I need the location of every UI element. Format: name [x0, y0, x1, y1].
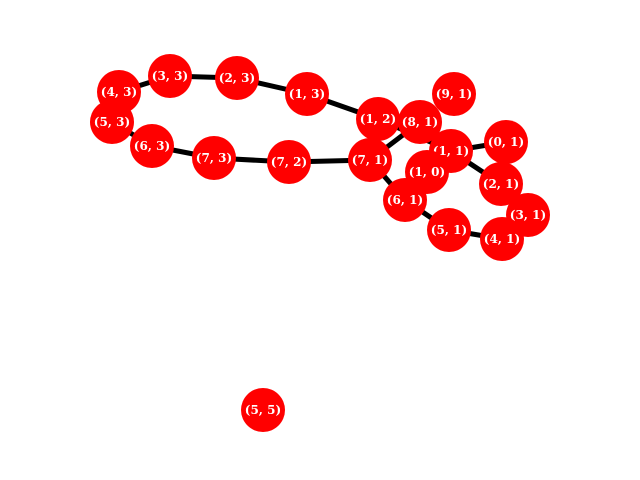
node-label: (6, 1) [387, 193, 423, 207]
node-label: (3, 3) [152, 69, 188, 83]
node-circle [267, 140, 311, 184]
node-7-3: (7, 3) [192, 136, 236, 180]
node-circle [192, 136, 236, 180]
node-label: (4, 3) [101, 85, 137, 99]
node-label: (0, 1) [488, 135, 524, 149]
node-label: (1, 1) [433, 144, 469, 158]
node-2-1: (2, 1) [479, 162, 523, 206]
node-9-1: (9, 1) [432, 72, 476, 116]
node-circle [130, 124, 174, 168]
node-1-2: (1, 2) [356, 97, 400, 141]
node-label: (5, 1) [431, 223, 467, 237]
node-4-1: (4, 1) [480, 217, 524, 261]
node-1-3: (1, 3) [285, 72, 329, 116]
node-7-2: (7, 2) [267, 140, 311, 184]
node-3-3: (3, 3) [148, 54, 192, 98]
node-circle [480, 217, 524, 261]
node-5-1: (5, 1) [427, 208, 471, 252]
node-circle [241, 388, 285, 432]
node-5-3: (5, 3) [90, 100, 134, 144]
node-label: (7, 3) [196, 151, 232, 165]
node-circle [90, 100, 134, 144]
node-label: (1, 2) [360, 112, 396, 126]
node-circle [427, 208, 471, 252]
node-circle [432, 72, 476, 116]
node-label: (6, 3) [134, 139, 170, 153]
node-6-3: (6, 3) [130, 124, 174, 168]
node-label: (7, 1) [352, 153, 388, 167]
node-label: (5, 3) [94, 115, 130, 129]
node-label: (9, 1) [436, 87, 472, 101]
node-7-1: (7, 1) [348, 138, 392, 182]
node-5-5: (5, 5) [241, 388, 285, 432]
node-0-1: (0, 1) [484, 120, 528, 164]
node-8-1: (8, 1) [398, 100, 442, 144]
node-circle [285, 72, 329, 116]
node-circle [348, 138, 392, 182]
node-2-3: (2, 3) [215, 56, 259, 100]
node-circle [398, 100, 442, 144]
node-circle [356, 97, 400, 141]
node-label: (4, 1) [484, 232, 520, 246]
graph-nodes: (4, 3) (3, 3) (2, 3) (1, 3) (1, 2) (9, 1) (8, … [90, 54, 550, 432]
node-6-1: (6, 1) [383, 178, 427, 222]
node-circle [215, 56, 259, 100]
node-label: (5, 5) [245, 403, 281, 417]
node-label: (7, 2) [271, 155, 307, 169]
node-circle [484, 120, 528, 164]
node-label: (8, 1) [402, 115, 438, 129]
node-circle [479, 162, 523, 206]
node-label: (3, 1) [510, 208, 546, 222]
node-label: (2, 3) [219, 71, 255, 85]
node-circle [383, 178, 427, 222]
node-label: (1, 0) [409, 165, 445, 179]
node-label: (2, 1) [483, 177, 519, 191]
node-label: (1, 3) [289, 87, 325, 101]
node-circle [148, 54, 192, 98]
